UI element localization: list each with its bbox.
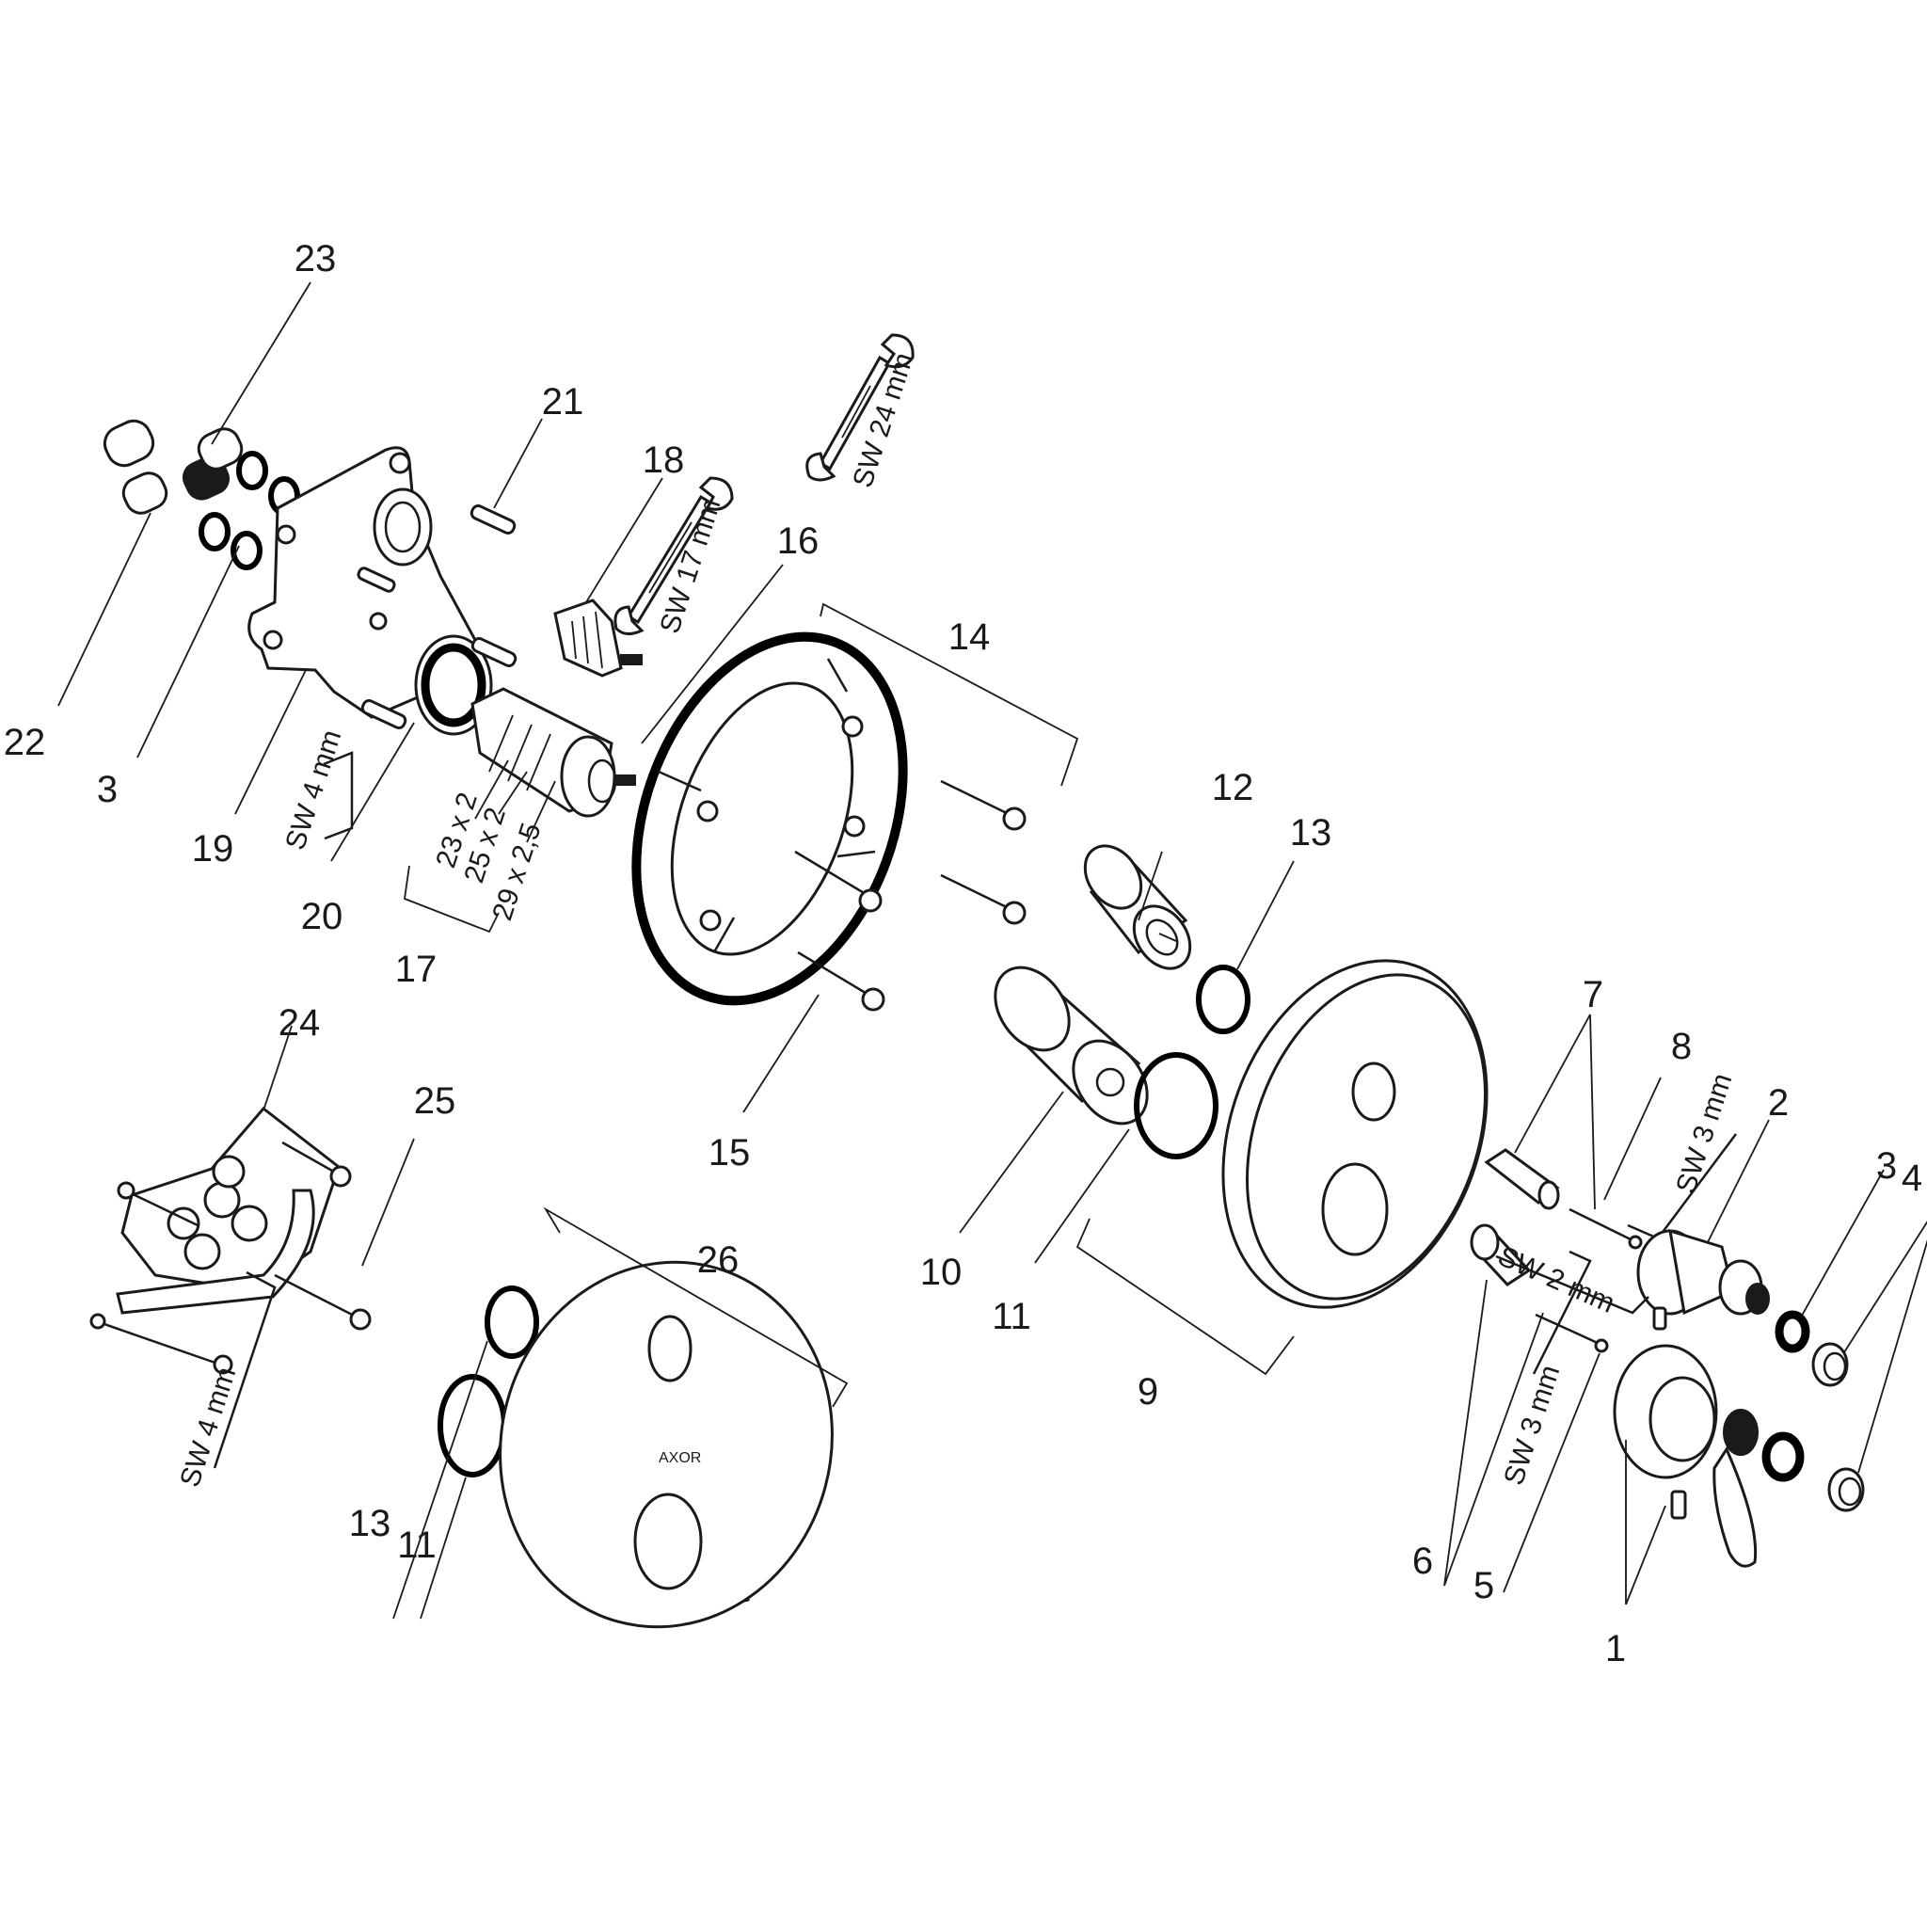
- wrench-sw17-icon: [613, 476, 734, 635]
- label-part-11-lower: 11: [397, 1525, 437, 1566]
- long-screws-part-15: [794, 779, 1027, 1012]
- base-body-part-19: [247, 446, 493, 736]
- cover-plate-part-26: [499, 1260, 834, 1629]
- set-screw-part-5: [1535, 1306, 1667, 1353]
- label-part-1: 1: [1605, 1628, 1626, 1669]
- label-part-22: 22: [4, 722, 46, 763]
- wrench-sw24-icon: [805, 333, 915, 482]
- label-part-20: 20: [301, 896, 343, 937]
- mounting-ring-part-14: [631, 631, 908, 1006]
- cartridge-part-16: [470, 687, 636, 818]
- leader-lines: [57, 281, 1927, 1620]
- label-part-3-right: 3: [1876, 1145, 1897, 1187]
- hex-key-sw3-lower-icon: [1532, 1250, 1592, 1375]
- set-screw-part-8: [1569, 1207, 1643, 1250]
- label-part-19: 19: [192, 828, 234, 870]
- label-part-11-upper: 11: [992, 1296, 1031, 1337]
- hex-key-sw4-lower-icon: [213, 1270, 277, 1469]
- part-number-labels: 23 21 18 16 14 22 3 19 20 17 12 13 15 10…: [4, 238, 1922, 1669]
- cap-part-4: [1811, 1342, 1865, 1512]
- label-part-5: 5: [1473, 1565, 1494, 1606]
- lever-handle-part-1: [1613, 1344, 1759, 1568]
- label-part-13-lower: 13: [349, 1503, 391, 1544]
- label-hex-key-sw4-lower: SW 4 mm: [174, 1364, 242, 1491]
- label-part-25: 25: [414, 1080, 456, 1122]
- label-part-15: 15: [709, 1132, 751, 1174]
- label-part-7: 7: [1583, 974, 1603, 1015]
- o-ring-part-3: [1775, 1310, 1810, 1353]
- brand-logo: AXOR: [659, 1450, 701, 1466]
- screws-part-21: [357, 503, 518, 730]
- label-part-24: 24: [279, 1002, 321, 1044]
- hex-key-sw4-upper-icon: [323, 751, 354, 840]
- hex-key-sw2-icon: [1495, 1254, 1649, 1315]
- label-part-4: 4: [1902, 1158, 1922, 1199]
- label-part-21: 21: [542, 381, 584, 423]
- mounting-unit-part-24: [116, 1106, 341, 1315]
- adapter-part-6: [1470, 1223, 1532, 1286]
- label-part-26: 26: [697, 1239, 740, 1281]
- long-screws-part-25: [89, 1141, 372, 1375]
- o-ring-part-13-lower: [485, 1285, 539, 1359]
- label-part-17: 17: [395, 949, 438, 990]
- valve-part-18: [553, 599, 643, 678]
- label-part-13-upper: 13: [1290, 812, 1332, 854]
- rosette-part-9: [1221, 959, 1489, 1309]
- label-part-6: 6: [1412, 1541, 1433, 1582]
- label-part-14: 14: [948, 616, 991, 658]
- o-ring-part-3-lower: [1761, 1431, 1805, 1482]
- o-ring-part-13: [1196, 965, 1250, 1034]
- label-part-8: 8: [1671, 1026, 1692, 1067]
- label-part-3-upper: 3: [97, 769, 118, 810]
- label-part-18: 18: [643, 439, 685, 481]
- o-ring-part-11-lower: [438, 1374, 507, 1477]
- label-part-16: 16: [777, 520, 820, 562]
- label-part-2: 2: [1768, 1082, 1789, 1124]
- label-hex-key-sw3-upper: SW 3 mm: [1670, 1070, 1738, 1197]
- label-part-23: 23: [295, 238, 337, 279]
- label-part-10: 10: [920, 1252, 963, 1293]
- label-hex-key-sw3-lower: SW 3 mm: [1498, 1362, 1566, 1489]
- knob-part-2: [1636, 1228, 1770, 1316]
- spindle-part-7: [1484, 1148, 1560, 1210]
- label-part-9: 9: [1138, 1371, 1158, 1413]
- o-ring-part-11: [1134, 1052, 1218, 1159]
- check-valves-part-22-23: [103, 419, 300, 570]
- label-part-12: 12: [1212, 767, 1254, 808]
- sleeve-part-12: [1083, 844, 1192, 970]
- extension-part-10: [994, 966, 1149, 1126]
